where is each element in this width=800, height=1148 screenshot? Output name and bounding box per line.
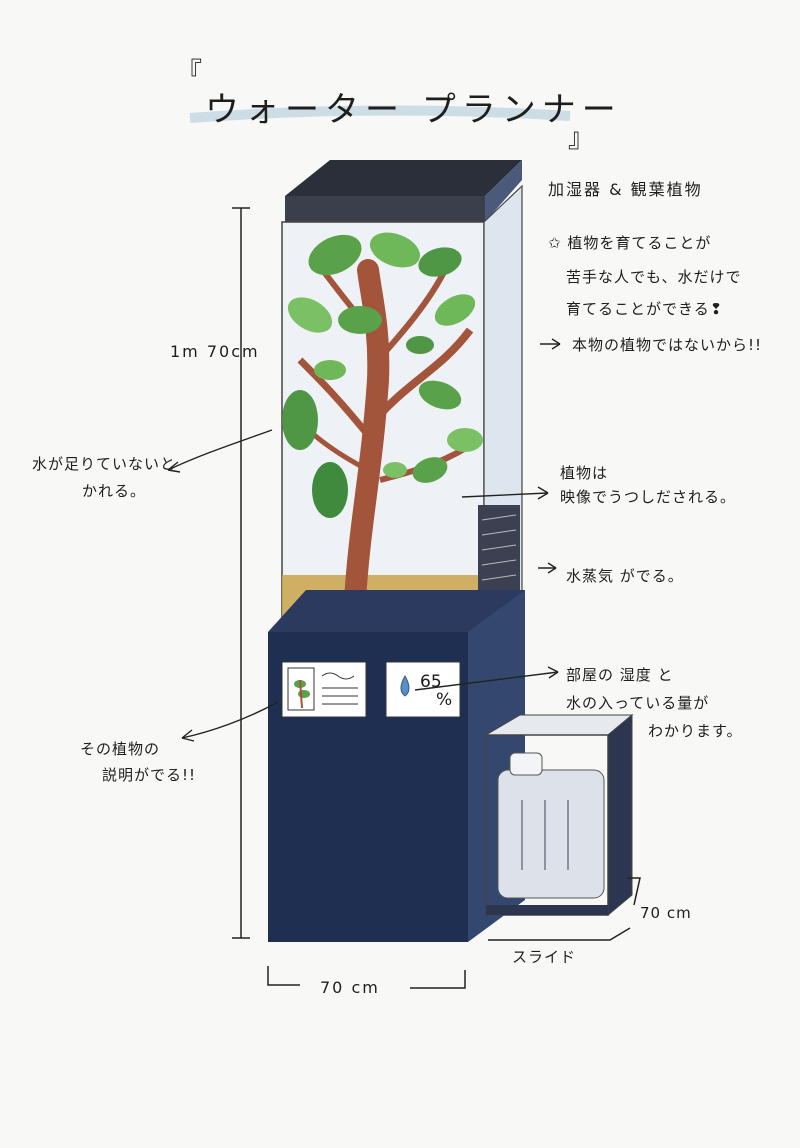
- width-dimension-label: 70 cm: [320, 978, 380, 997]
- wilt-note-line-1: 水が足りていないと: [32, 455, 177, 473]
- water-tank-drawer: [484, 713, 634, 917]
- water-drop-icon: [400, 674, 410, 697]
- title-bracket-close: 』: [568, 124, 595, 154]
- wilt-note-line-2: かれる。: [82, 482, 147, 500]
- steam-vent: [478, 505, 520, 595]
- humidity-note-line-3: わかります。: [648, 722, 743, 740]
- title-highlight: [189, 105, 571, 123]
- subtitle: 加湿器 & 観葉植物: [548, 180, 703, 199]
- info-screen: [281, 661, 367, 718]
- depth-dimension-label: 70 cm: [640, 904, 692, 922]
- humidity-unit: %: [436, 690, 453, 710]
- humidity-note-line-1: 部屋の 湿度 と: [566, 666, 674, 684]
- steam-note: 水蒸気 がでる。: [566, 567, 684, 585]
- video-note-line-2: 映像でうつしだされる。: [560, 488, 737, 506]
- dimension-lines: [232, 207, 641, 989]
- humidity-value: 65: [420, 672, 442, 692]
- explain-note-line-2: 説明がでる!!: [102, 766, 197, 784]
- virtual-tree: [282, 232, 483, 611]
- tank-lid: [285, 160, 522, 222]
- feature-line-3: 育てることができる❢: [566, 300, 724, 318]
- callout-arrows: [167, 338, 561, 742]
- title-bracket-open: 『: [176, 58, 203, 88]
- slide-label: スライド: [512, 948, 577, 966]
- reason-note: 本物の植物ではないから!!: [572, 336, 763, 354]
- height-dimension-label: 1m 70cm: [170, 342, 260, 361]
- feature-line-2: 苦手な人でも、水だけで: [566, 268, 742, 286]
- feature-line-1: ✩ 植物を育てることが: [548, 234, 712, 252]
- video-note-line-1: 植物は: [560, 464, 609, 482]
- page-title: ウォーター プランナー: [205, 90, 622, 130]
- humidity-note-line-2: 水の入っている量が: [566, 694, 710, 712]
- explain-note-line-1: その植物の: [80, 740, 161, 758]
